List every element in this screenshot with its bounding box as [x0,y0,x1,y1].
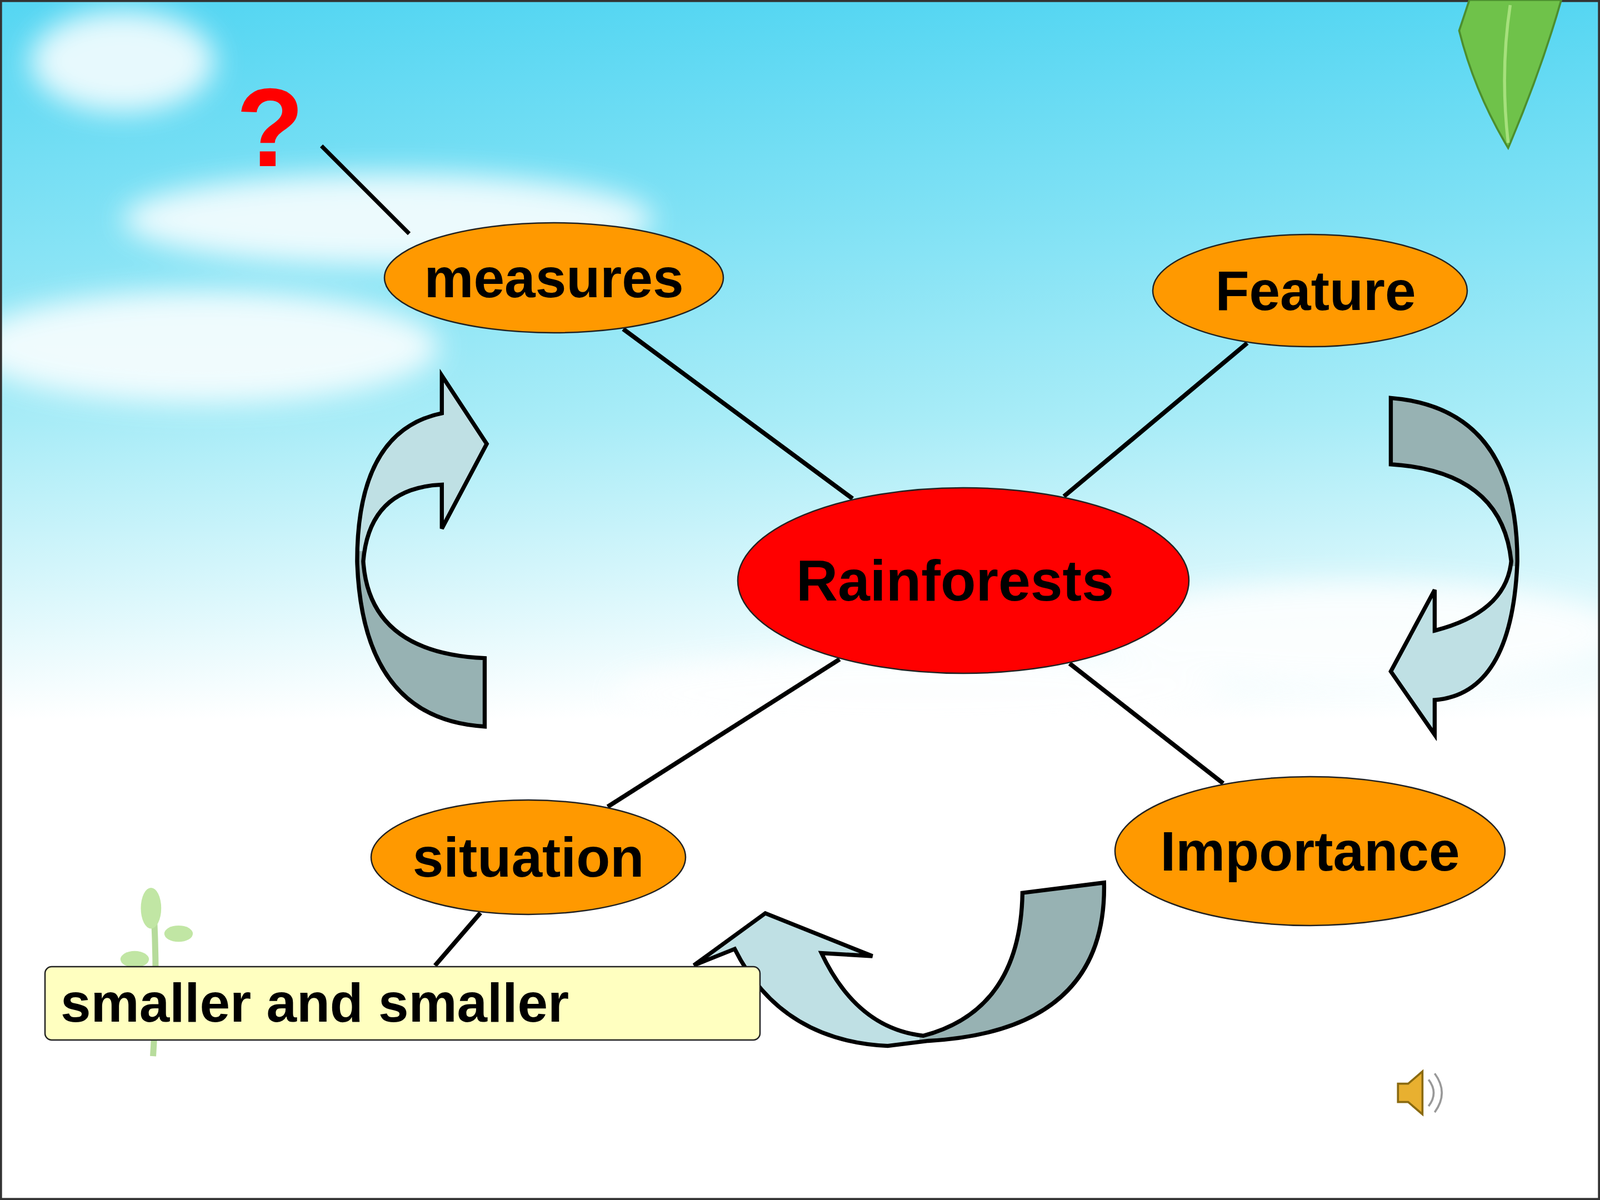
ellipse-shape [1115,776,1505,926]
connector-line [623,328,853,499]
curved-arrow [357,375,487,727]
ellipse-shape [384,222,724,333]
topic-ellipse: Feature [1151,233,1469,348]
leaf [1459,0,1562,148]
curved-arrow [1390,397,1518,735]
topic-ellipse: Importance [1113,775,1507,927]
ellipse-shape [1152,234,1468,347]
node-text: Importance [1160,820,1460,882]
connector-line [1069,663,1223,784]
connector-line [1063,343,1248,497]
question-mark: ? [236,72,304,184]
leader-line [321,146,410,234]
node-text: Feature [1215,260,1416,322]
central-topic: Rainforests [736,486,1190,675]
leaf-vein [1504,5,1510,143]
node-text: measures [424,247,684,309]
topic-ellipse: measures [383,221,725,334]
connector-line [607,659,840,808]
node-text: Rainforests [796,548,1114,613]
node-text: situation [412,826,645,888]
topic-ellipse: situation [370,798,687,916]
ellipse-shape [371,800,686,915]
connector-line [435,912,481,966]
ellipse-shape [737,487,1189,674]
node-text: smaller and smaller [60,973,569,1034]
note-box: smaller and smaller [43,965,762,1042]
rect-shape [45,966,760,1040]
cloud [0,290,439,403]
speaker-icon [1397,1071,1442,1115]
cloud [30,10,215,113]
